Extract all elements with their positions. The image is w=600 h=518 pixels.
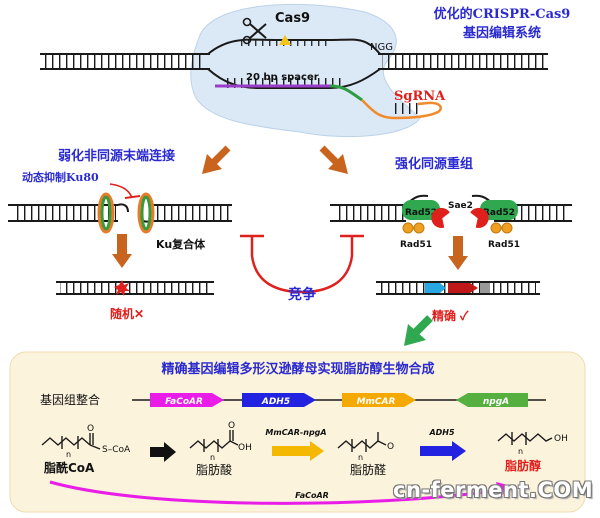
enzyme-adh5: ADH5 [428,428,455,437]
enzyme-facoar: FaCoAR [295,491,329,500]
nhej-heading: 弱化非同源末端连接 [58,148,175,164]
gene-facoar: FaCoAR [150,393,224,407]
fatty-acid-oxygen: O [228,421,235,431]
nhej-result-label: 随机✕ [110,306,144,321]
rad52-left [402,200,440,220]
gene-npga-label: npgA [483,397,509,407]
rad51-dot [490,222,502,234]
inhibit-line [109,183,133,199]
inhibit-bar [124,195,141,199]
synthesis-panel [9,351,586,513]
scissors-icon [242,17,267,45]
arrow-down-nhej [112,234,132,268]
dna-bottom-ticks [222,78,342,88]
sgrna-loop [361,99,442,120]
arrow-blue [420,441,466,461]
rad51-right-label: Rad51 [488,240,520,250]
dna-left-top [40,53,210,70]
rad51-left-label: Rad51 [400,240,432,250]
insert-grey-icon [480,283,490,293]
arrow-black [150,442,176,462]
title-line-1: 优化的CRISPR-Cas9 [434,6,571,22]
hr-result-label: 精确 ✓ [432,308,469,323]
gene-adh5-label: ADH5 [261,397,290,407]
rad52-right-label: Rad52 [483,208,515,218]
spacer-label: 20 bp spacer [246,72,319,83]
rad51-dot [501,222,513,234]
random-mutation-icon [114,280,130,296]
acyl-coa-s-coa: S–CoA [102,445,131,455]
gene-mmcar-label: MmCAR [357,397,396,407]
arrow-down-right [319,145,348,174]
sgrna-green [329,84,363,102]
dna-right-top [378,53,548,70]
dna-left-broken [8,203,232,223]
arrow-magenta-curve [49,480,501,505]
ku-complex-label: Ku复合体 [156,237,206,251]
ngg-label: NGG [370,42,393,53]
enzyme-mmcar-npga: MmCAR-npgA [265,428,326,437]
hr-heading: 强化同源重组 [395,156,473,172]
rad52-right [480,200,518,220]
acyl-coa-oxygen: O [87,424,94,434]
sae2-left-icon [431,207,450,228]
arrow-green [404,315,433,346]
arrow-yellow [272,441,324,461]
compound-acyl-coa: 脂酰CoA [43,460,95,475]
sgrna-label: SgRNA [394,89,446,104]
panel-heading: 精确基因编辑多形汉逊酵母实现脂肪醇生物合成 [161,361,434,377]
molecule-fatty-aldehyde [337,432,387,452]
rad51-dot [402,222,414,234]
competition-label: 竞争 [288,286,316,303]
arrow-down-hr [448,236,468,270]
watermark-logo: cn-ferment.COM [393,478,594,502]
fatty-alcohol-n: n [518,447,523,456]
ku80-inhibit-label: 动态抑制Ku80 [22,170,99,184]
fatty-aldehyde-oxygen: O [387,442,394,452]
fatty-acid-n: n [210,453,215,462]
title-line-2: 基因编辑系统 [462,25,541,41]
gene-npga: npgA [456,393,528,407]
competition-bracket [240,234,364,294]
dna-left-result [56,281,214,295]
arrow-magenta-head [496,482,512,497]
ku-ring-left [97,192,115,234]
sae2-label: Sae2 [448,201,473,211]
acyl-coa-n: n [66,450,71,459]
arrow-down-left [202,145,231,174]
molecule-fatty-alcohol [497,432,553,445]
cut-site-marker-icon [279,35,291,45]
ku-ring-right [137,192,155,234]
compound-fatty-acid: 脂肪酸 [196,462,232,477]
sgrna-stem [395,103,419,114]
molecule-acyl-coa [41,433,101,450]
fatty-alcohol-oh: OH [554,434,568,444]
rad52-left-label: Rad52 [405,208,437,218]
fatty-aldehyde-n: n [358,453,363,462]
cas9-label: Cas9 [275,11,310,26]
insert-red-icon [448,283,478,293]
integration-label: 基因组整合 [40,392,100,407]
insert-blue-icon [425,283,446,293]
gene-adh5: ADH5 [242,393,316,407]
fatty-acid-oh: OH [238,443,252,453]
molecule-fatty-acid [189,430,239,452]
compound-fatty-aldehyde: 脂肪醛 [350,462,386,477]
sae2-right-icon [470,207,489,228]
compound-fatty-alcohol: 脂肪醇 [504,458,541,473]
rad51-dot [413,222,425,234]
gene-mmcar: MmCAR [342,393,416,407]
gene-facoar-label: FaCoAR [165,397,203,407]
